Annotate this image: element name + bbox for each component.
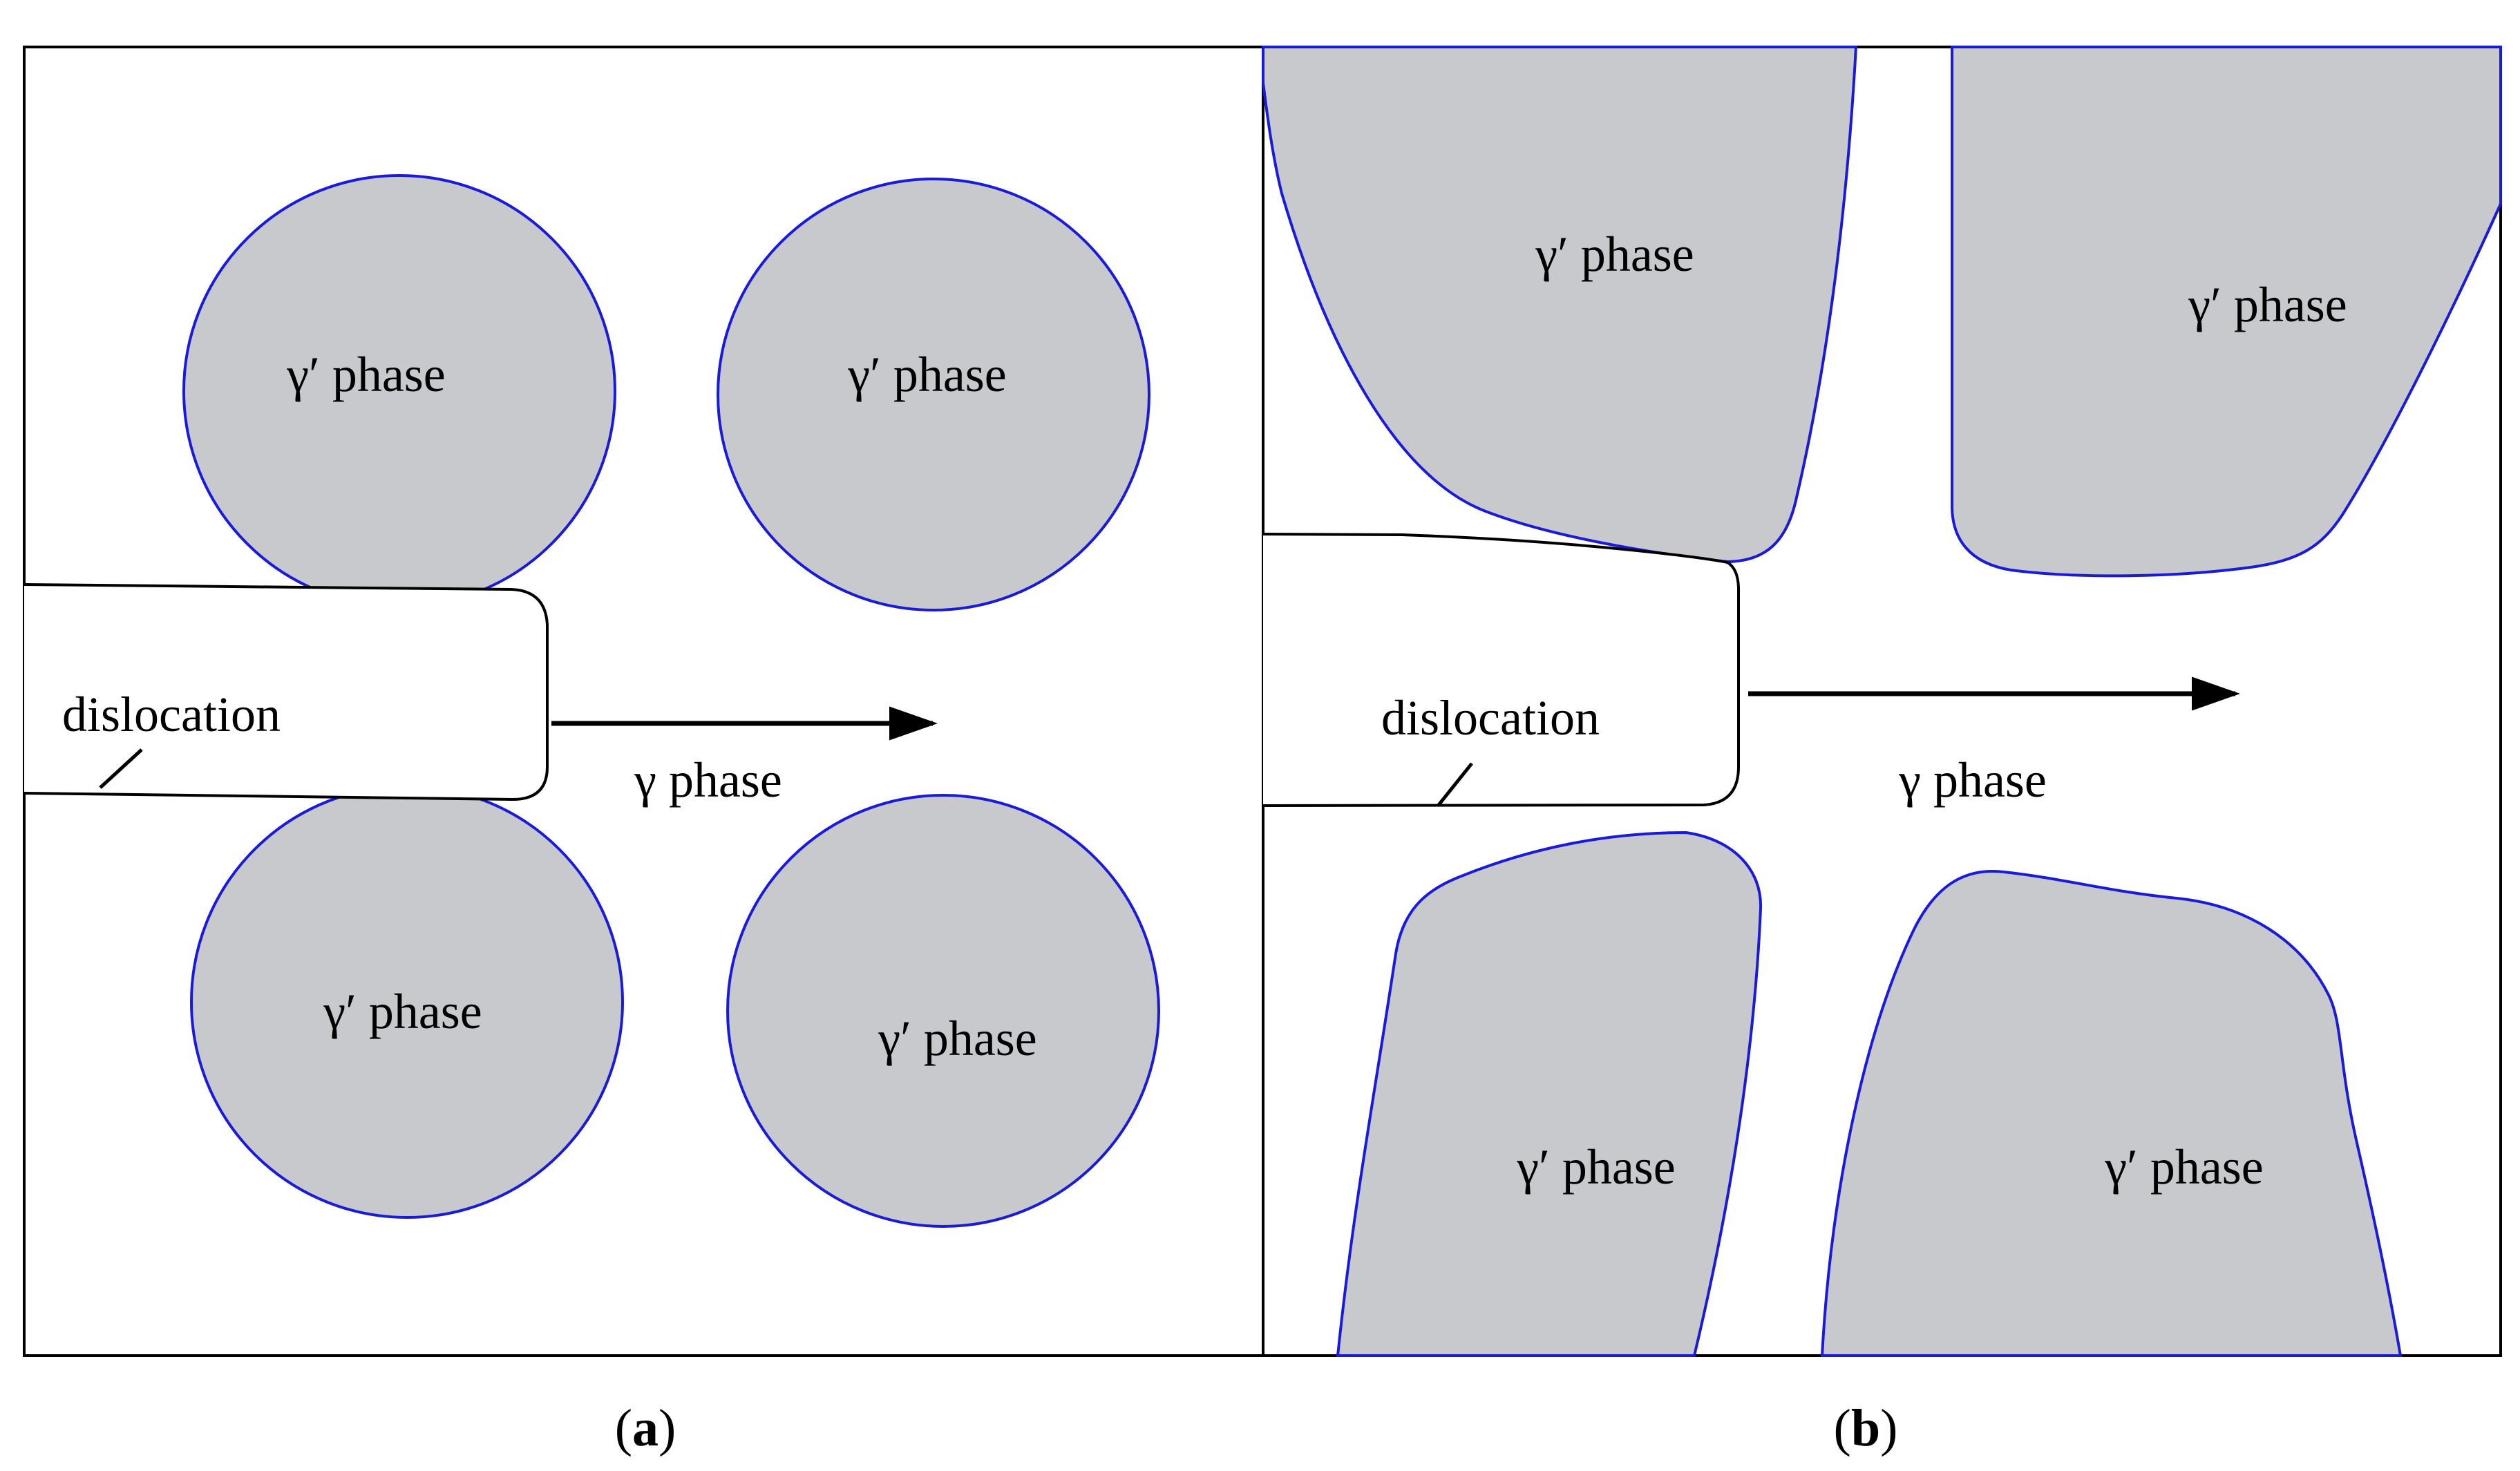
- dislocation-loop-b: [1262, 533, 1740, 807]
- gamma-prime-particle-a-top-right: [717, 178, 1150, 611]
- gamma-prime-particle-b-bottom-right: [1820, 870, 2403, 1357]
- panel-b-caption: (b): [1834, 1399, 1898, 1457]
- gamma-prime-particle-b-top-right: [1951, 46, 2502, 578]
- gamma-prime-particle-a-bottom-right: [726, 794, 1160, 1228]
- panel-b: γ′ phase γ′ phase γ′ phase γ′ phase γ ph…: [1262, 46, 2502, 1457]
- particle-label-b-top-right: γ′ phase: [2188, 277, 2347, 332]
- panel-a-caption: (a): [615, 1399, 676, 1457]
- particle-label-a-bottom-right: γ′ phase: [878, 1011, 1037, 1066]
- matrix-label-a: γ phase: [634, 752, 782, 808]
- particle-label-b-bottom-right: γ′ phase: [2104, 1139, 2264, 1195]
- panel-a: γ′ phase γ′ phase γ′ phase γ′ phase γ ph…: [23, 46, 1264, 1457]
- dislocation-label-a: dislocation: [62, 687, 281, 742]
- dislocation-leader-b: [1437, 762, 1473, 806]
- gamma-prime-particle-b-top-left: [1262, 46, 1858, 564]
- particle-label-b-bottom-left: γ′ phase: [1516, 1139, 1676, 1195]
- particle-label-a-top-right: γ′ phase: [847, 347, 1007, 402]
- dislocation-loop-a: [23, 583, 549, 801]
- matrix-label-b: γ phase: [1898, 752, 2047, 808]
- gamma-prime-particle-b-bottom-left: [1336, 831, 1763, 1357]
- dislocation-leader-a: [99, 748, 143, 789]
- particle-label-a-top-left: γ′ phase: [286, 347, 446, 402]
- dislocation-label-b: dislocation: [1381, 690, 1600, 746]
- particle-label-a-bottom-left: γ′ phase: [323, 984, 482, 1039]
- particle-label-b-top-left: γ′ phase: [1535, 227, 1694, 282]
